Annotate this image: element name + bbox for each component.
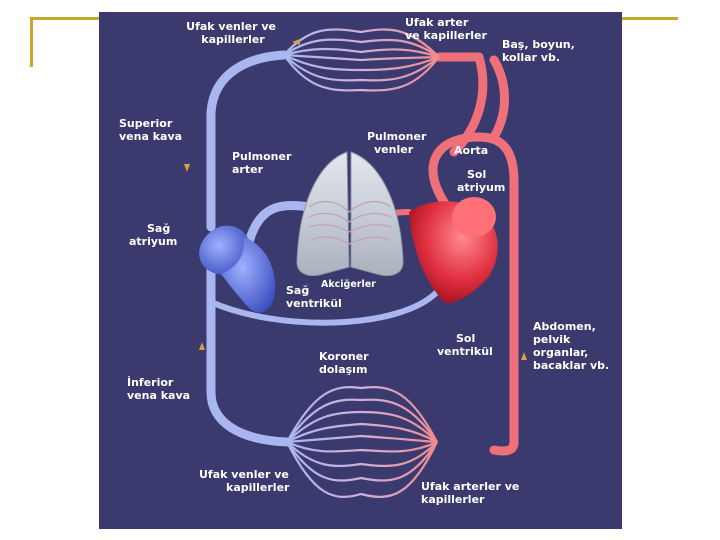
- label-small-arteries-bottom: Ufak arterler ve kapillerler: [421, 480, 523, 506]
- label-coronary: Koroner dolaşım: [319, 350, 372, 376]
- arrow-superior: [184, 164, 190, 172]
- arrow-inferior: [199, 342, 205, 350]
- lungs: [296, 151, 404, 276]
- label-pulmonary-artery: Pulmoner arter: [232, 150, 295, 176]
- label-right-ventricle: Sağ ventrikül: [286, 284, 342, 310]
- label-head-neck: Baş, boyun, kollar vb.: [502, 38, 579, 64]
- pulmonary-artery: [244, 200, 314, 247]
- inferior-vena-cava: [206, 262, 292, 447]
- right-atrium: [199, 225, 249, 275]
- right-ventricle: [221, 237, 276, 313]
- venous-vessels: [206, 50, 440, 447]
- label-small-arteries-top: Ufak arter ve kapillerler: [405, 16, 488, 42]
- label-aorta: Aorta: [454, 144, 488, 157]
- arrow-abdomen: [521, 352, 527, 360]
- flow-arrows: [184, 39, 527, 360]
- artery-to-head-2: [489, 55, 509, 142]
- decor-left-line: [30, 17, 33, 67]
- label-superior-vena-cava: Superior vena kava: [119, 117, 182, 143]
- diagram-background: [99, 12, 622, 529]
- aorta-arch: [428, 132, 519, 456]
- label-left-atrium: Sol atriyum: [457, 168, 505, 194]
- arrow-head: [292, 39, 300, 45]
- heart-left-side: [409, 197, 498, 304]
- left-atrium: [452, 197, 496, 237]
- capillary-bed-bottom: [286, 386, 438, 498]
- circulation-diagram: Ufak venler ve kapillerler Ufak arter ve…: [99, 12, 622, 529]
- label-abdomen: Abdomen, pelvik organlar, bacaklar vb.: [533, 320, 609, 372]
- artery-to-head: [434, 52, 488, 157]
- superior-vena-cava: [206, 50, 289, 232]
- label-small-veins-top: Ufak venler ve kapillerler: [186, 20, 280, 46]
- label-small-veins-bottom: Ufak venler ve kapillerler: [199, 468, 293, 494]
- coronary-vein: [208, 289, 440, 326]
- label-pulmonary-veins: Pulmoner venler: [367, 130, 430, 156]
- capillary-bed-top: [283, 28, 440, 92]
- label-left-ventricle: Sol ventrikül: [437, 332, 493, 358]
- heart-right-side: [199, 225, 276, 313]
- label-right-atrium: Sağ atriyum: [129, 222, 177, 248]
- diagram-labels: Ufak venler ve kapillerler Ufak arter ve…: [119, 16, 609, 506]
- label-inferior-vena-cava: İnferior vena kava: [127, 375, 190, 402]
- label-lungs: Akciğerler: [321, 279, 376, 290]
